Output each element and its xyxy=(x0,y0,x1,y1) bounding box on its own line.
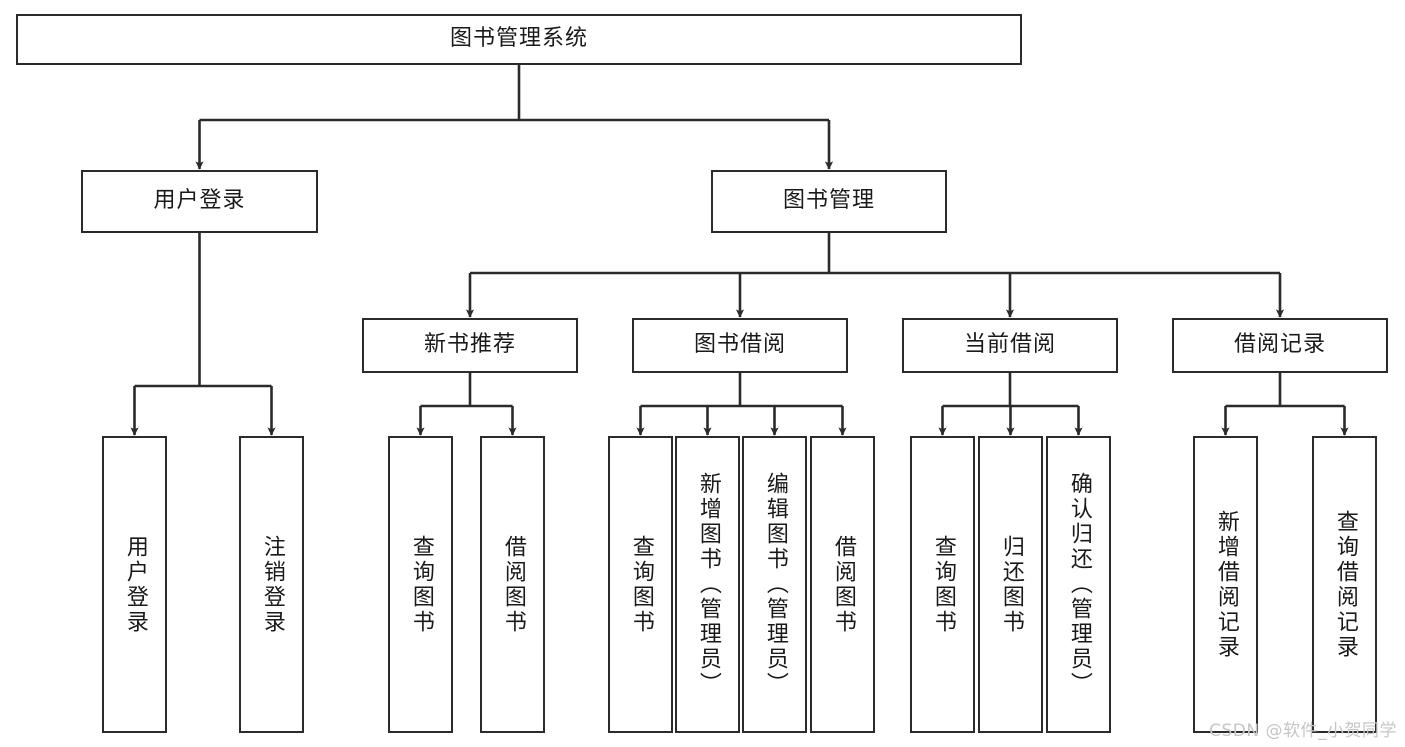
node-records[interactable]: 借阅记录 xyxy=(1172,318,1388,373)
edge-bus-login xyxy=(134,233,272,388)
node-label: 编辑图书（管理员） xyxy=(762,472,788,697)
node-label: 图书借阅 xyxy=(693,332,786,358)
node-login[interactable]: 用户登录 xyxy=(81,170,318,233)
node-label: 新增借阅记录 xyxy=(1213,509,1239,660)
node-label: 借阅记录 xyxy=(1233,332,1326,358)
node-current[interactable]: 当前借阅 xyxy=(902,318,1118,373)
node-newbook[interactable]: 新书推荐 xyxy=(362,318,578,373)
node-l10[interactable]: 归还图书 xyxy=(978,436,1043,733)
node-l3[interactable]: 查询图书 xyxy=(388,436,453,733)
node-label: 注销登录 xyxy=(259,534,285,635)
node-l12[interactable]: 新增借阅记录 xyxy=(1193,436,1258,733)
node-label: 归还图书 xyxy=(998,534,1024,635)
csdn-watermark: CSDN @软件_小贺同学 xyxy=(1209,721,1397,741)
node-label: 确认归还（管理员） xyxy=(1066,472,1092,697)
node-label: 用户登录 xyxy=(122,534,148,635)
node-label: 新增图书（管理员） xyxy=(695,472,721,697)
node-l4[interactable]: 借阅图书 xyxy=(480,436,545,733)
node-label: 查询图书 xyxy=(408,534,434,635)
node-l7[interactable]: 编辑图书（管理员） xyxy=(742,436,807,733)
node-l13[interactable]: 查询借阅记录 xyxy=(1312,436,1377,733)
node-label: 借阅图书 xyxy=(500,534,526,635)
edge-bus-records xyxy=(1225,373,1345,408)
node-root[interactable]: 图书管理系统 xyxy=(16,14,1022,65)
node-label: 图书管理 xyxy=(782,188,875,214)
node-l5[interactable]: 查询图书 xyxy=(608,436,673,733)
node-label: 新书推荐 xyxy=(423,332,516,358)
edge-bus-current xyxy=(942,373,1079,408)
edge-bus-borrow xyxy=(640,373,843,408)
node-l6[interactable]: 新增图书（管理员） xyxy=(675,436,740,733)
node-label: 查询图书 xyxy=(628,534,654,635)
node-label: 查询图书 xyxy=(930,534,956,635)
node-l1[interactable]: 用户登录 xyxy=(102,436,167,733)
node-label: 当前借阅 xyxy=(963,332,1056,358)
node-l9[interactable]: 查询图书 xyxy=(910,436,975,733)
node-bookmgmt[interactable]: 图书管理 xyxy=(711,170,947,233)
node-borrow[interactable]: 图书借阅 xyxy=(632,318,848,373)
node-label: 借阅图书 xyxy=(830,534,856,635)
edge-bus-root xyxy=(199,65,829,122)
edge-bus-bookmgmt xyxy=(470,233,1280,275)
node-l11[interactable]: 确认归还（管理员） xyxy=(1046,436,1111,733)
node-l8[interactable]: 借阅图书 xyxy=(810,436,875,733)
node-label: 查询借阅记录 xyxy=(1332,509,1358,660)
node-l2[interactable]: 注销登录 xyxy=(239,436,304,733)
node-label: 用户登录 xyxy=(153,188,246,214)
node-label: 图书管理系统 xyxy=(449,26,588,52)
edge-bus-newbook xyxy=(420,373,513,408)
